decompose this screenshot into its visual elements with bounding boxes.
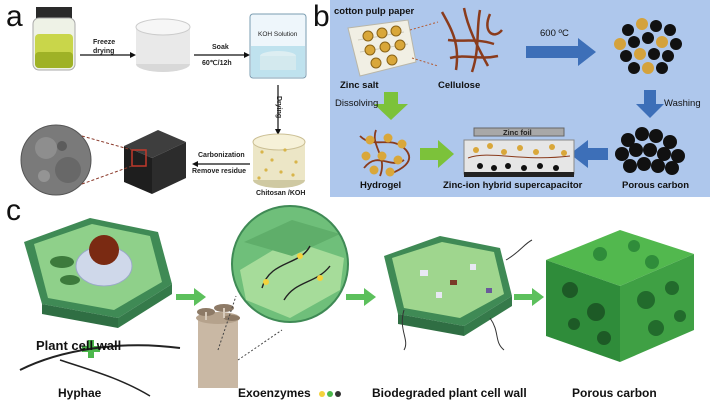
chitosan-container [252,133,306,188]
exoenzymes-label: Exoenzymes [238,386,311,400]
panel-a-graphics [20,7,307,196]
beaker-icon [249,13,307,79]
panel-c-letter: c [6,194,21,227]
panel-b-letter: b [313,0,330,33]
hydrogel-label: Hydrogel [360,180,402,191]
exoenzyme-dots [319,391,341,397]
temperature-label: 600 ºC [540,28,569,39]
remove-residue-label: Remove residue [192,168,247,175]
carbonization-label: Carbonization [198,152,245,159]
chitosan-koh-label: Chitosan /KOH [256,190,306,197]
zinc-foil-label: Zinc foil [503,128,532,137]
carbon-zinc-cluster [614,18,682,74]
carbon-cube [124,130,186,194]
biodegraded-label: Biodegraded plant cell wall [372,386,527,400]
vial-icon [32,7,76,71]
freeze-drying-label: Freeze drying [93,39,116,55]
washing-label: Washing [664,98,701,109]
cellulose-fibers [440,7,503,73]
zoom-circle [231,205,349,323]
device-label: Zinc-ion hybrid supercapacitor [443,180,583,191]
porous-carbon-cube [546,230,694,362]
hyphae-label: Hyphae [58,386,102,400]
panel-c-graphics [19,205,694,397]
mushroom-block [196,304,240,388]
drying-label: Drying [275,96,282,119]
biodegraded-cell-illustration [384,236,533,351]
panel-b-graphics [347,7,685,177]
dissolving-label: Dissolving [335,98,379,109]
sem-image [20,124,92,196]
panel-a-letter: a [6,0,23,33]
hyphae-strand [19,344,181,371]
aerogel-cylinder [135,18,191,72]
soak-condition-label: 60℃/12h [202,60,232,67]
porous-carbon-b-label: Porous carbon [622,180,690,191]
porous-carbon-cluster [615,127,685,175]
koh-solution-label: KOH Solution [258,31,298,38]
porous-carbon-c-label: Porous carbon [572,386,657,400]
plant-cell-illustration [24,218,172,328]
cotton-pulp-paper-label: cotton pulp paper [334,6,415,17]
zinc-salt-particles [362,25,406,69]
hydrogel-illustration [359,129,411,177]
supercapacitor-device [463,127,575,177]
zinc-salt-label: Zinc salt [340,80,379,91]
soak-label: Soak [212,44,229,51]
plant-cell-wall-label: Plant cell wall [36,338,122,353]
cellulose-label: Cellulose [438,80,481,91]
